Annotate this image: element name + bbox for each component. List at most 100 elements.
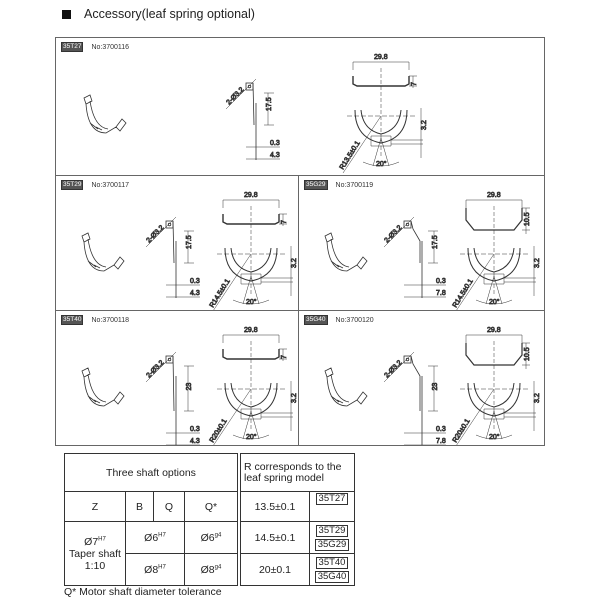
hole-dim: 2-Ø3.2: [383, 224, 403, 244]
thickness-dim: 0.3: [190, 426, 200, 433]
footnote: Q* Motor shaft diameter tolerance: [64, 586, 222, 598]
model-cell: 35T27: [309, 491, 355, 522]
bq-cell-1: Ø6H7: [125, 521, 185, 554]
part-number: No:3700116: [91, 43, 130, 51]
front-view: 29.8 7 3.2 R13.5±0.1 20°: [338, 54, 428, 174]
foot-dim: 7.8: [436, 290, 446, 297]
width-dim: 29.8: [487, 192, 501, 199]
foot-dim: 4.3: [190, 438, 200, 445]
length-dim: 17.5: [266, 97, 273, 111]
offset-dim: 3.2: [534, 393, 541, 403]
hole-dim: 2-Ø3.2: [145, 224, 165, 244]
width-dim: 29.8: [244, 192, 258, 199]
side-view: 2-Ø3.2 23 0.3 7.8: [383, 351, 446, 445]
part-number: No:3700118: [91, 316, 130, 324]
front-view: 29.8 10.5 3.2 R14.5±0.1 20°: [451, 192, 541, 310]
side-view: 2-Ø3.2 17.5 0.3 4.3: [225, 78, 280, 160]
model-tag: 35G29: [304, 180, 328, 190]
radius-dim: R14.5±0.1: [452, 278, 475, 309]
radius-dim: R14.5±0.1: [209, 278, 232, 309]
header-b: B: [125, 491, 154, 522]
header-q: Q: [153, 491, 185, 522]
width-dim: 29.8: [374, 54, 388, 61]
technical-drawing: 2-Ø3.2 23 0.3 7.8 29.8 10.5 3.2 R20±0.1 …: [324, 327, 541, 445]
technical-drawing: 2-Ø3.2 17.5 0.3 4.3 29.8 7 3.2 R13.5±0.1…: [83, 54, 428, 174]
leaf-spring-panel-35G40: 35G40 No:3700120 2-Ø3.2 23 0.3 7.8 29.8 1…: [298, 310, 545, 446]
offset-dim: 3.2: [291, 393, 298, 403]
offset-dim: 3.2: [534, 258, 541, 268]
thickness-dim: 0.3: [270, 140, 280, 147]
hole-dim: 2-Ø3.2: [383, 359, 403, 379]
bullet-square-icon: [62, 9, 71, 19]
part-number: No:3700119: [335, 181, 374, 189]
bq-cell-2: Ø8H7: [125, 553, 185, 586]
width-dim: 29.8: [244, 327, 258, 334]
header-z: Z: [64, 491, 126, 522]
spring-3d-view: [81, 232, 125, 272]
technical-drawing: 2-Ø3.2 17.5 0.3 4.3 29.8 7 3.2 R14.5±0.1…: [81, 192, 298, 310]
heading-text: Accessory(leaf spring optional): [84, 7, 255, 21]
front-view: 29.8 10.5 3.2 R20±0.1 20°: [451, 327, 541, 445]
spring-3d-view: [324, 367, 368, 407]
r-value: 14.5±0.1: [240, 521, 310, 554]
thickness-dim: 0.3: [436, 426, 446, 433]
side-view: 2-Ø3.2 17.5 0.3 7.8: [383, 216, 446, 298]
spring-3d-view: [81, 367, 125, 407]
offset-dim: 3.2: [421, 120, 428, 130]
radius-dim: R20±0.1: [452, 418, 472, 444]
model-tag: 35G40: [304, 315, 328, 325]
part-number: No:3700120: [335, 316, 374, 324]
q-cell-1: Ø6g4: [184, 521, 238, 554]
length-dim: 23: [186, 383, 193, 391]
part-number: No:3700117: [91, 181, 130, 189]
technical-drawing: 2-Ø3.2 17.5 0.3 7.8 29.8 10.5 3.2 R14.5±…: [324, 192, 541, 310]
angle-dim: 20°: [489, 433, 500, 441]
angle-dim: 20°: [376, 160, 387, 168]
front-view: 29.8 7 3.2 R20±0.1 20°: [208, 327, 298, 445]
section-heading: Accessory(leaf spring optional): [62, 7, 255, 21]
height-dim: 10.5: [524, 347, 531, 361]
r-table-title: R corresponds to the leaf spring model: [240, 453, 355, 492]
header-q-star: Q*: [184, 491, 238, 522]
model-tag: 35T27: [61, 42, 84, 52]
foot-dim: 4.3: [270, 152, 280, 159]
thickness-dim: 0.3: [190, 278, 200, 285]
height-dim: 7: [281, 355, 288, 359]
offset-dim: 3.2: [291, 258, 298, 268]
technical-drawing: 2-Ø3.2 23 0.3 4.3 29.8 7 3.2 R20±0.1 20°: [81, 327, 298, 445]
r-value: 20±0.1: [240, 553, 310, 586]
angle-dim: 20°: [489, 298, 500, 306]
front-view: 29.8 7 3.2 R14.5±0.1 20°: [208, 192, 298, 310]
spring-3d-view: [324, 232, 368, 272]
height-dim: 10.5: [524, 212, 531, 226]
radius-dim: R13.5±0.1: [339, 140, 362, 171]
shaft-table-title: Three shaft options: [64, 453, 238, 492]
width-dim: 29.8: [487, 327, 501, 334]
q-cell-2: Ø8g4: [184, 553, 238, 586]
height-dim: 7: [411, 82, 418, 86]
spring-3d-view: [83, 94, 127, 134]
height-dim: 7: [281, 220, 288, 224]
length-dim: 17.5: [186, 235, 193, 249]
r-model-table: R corresponds to the leaf spring model 1…: [240, 453, 355, 586]
model-tag: 35T29: [61, 180, 84, 190]
thickness-dim: 0.3: [436, 278, 446, 285]
length-dim: 17.5: [432, 235, 439, 249]
leaf-spring-panel-35T40: 35T40 No:3700118 2-Ø3.2 23 0.3 4.3 29.8 7…: [55, 310, 299, 446]
leaf-spring-panel-35T29: 35T29 No:3700117 2-Ø3.2 17.5 0.3 4.3 29.8…: [55, 175, 299, 311]
model-tag: 35T40: [61, 315, 84, 325]
length-dim: 23: [432, 383, 439, 391]
side-view: 2-Ø3.2 23 0.3 4.3: [145, 351, 200, 445]
foot-dim: 7.8: [436, 438, 446, 445]
foot-dim: 4.3: [190, 290, 200, 297]
hole-dim: 2-Ø3.2: [145, 359, 165, 379]
radius-dim: R20±0.1: [209, 418, 229, 444]
side-view: 2-Ø3.2 17.5 0.3 4.3: [145, 216, 200, 298]
hole-dim: 2-Ø3.2: [225, 86, 245, 106]
r-value: 13.5±0.1: [240, 491, 310, 522]
leaf-spring-panel-35T27: 35T27 No:3700116 2-Ø3.2 17.5 0.3 4.3 29.8…: [55, 37, 545, 176]
